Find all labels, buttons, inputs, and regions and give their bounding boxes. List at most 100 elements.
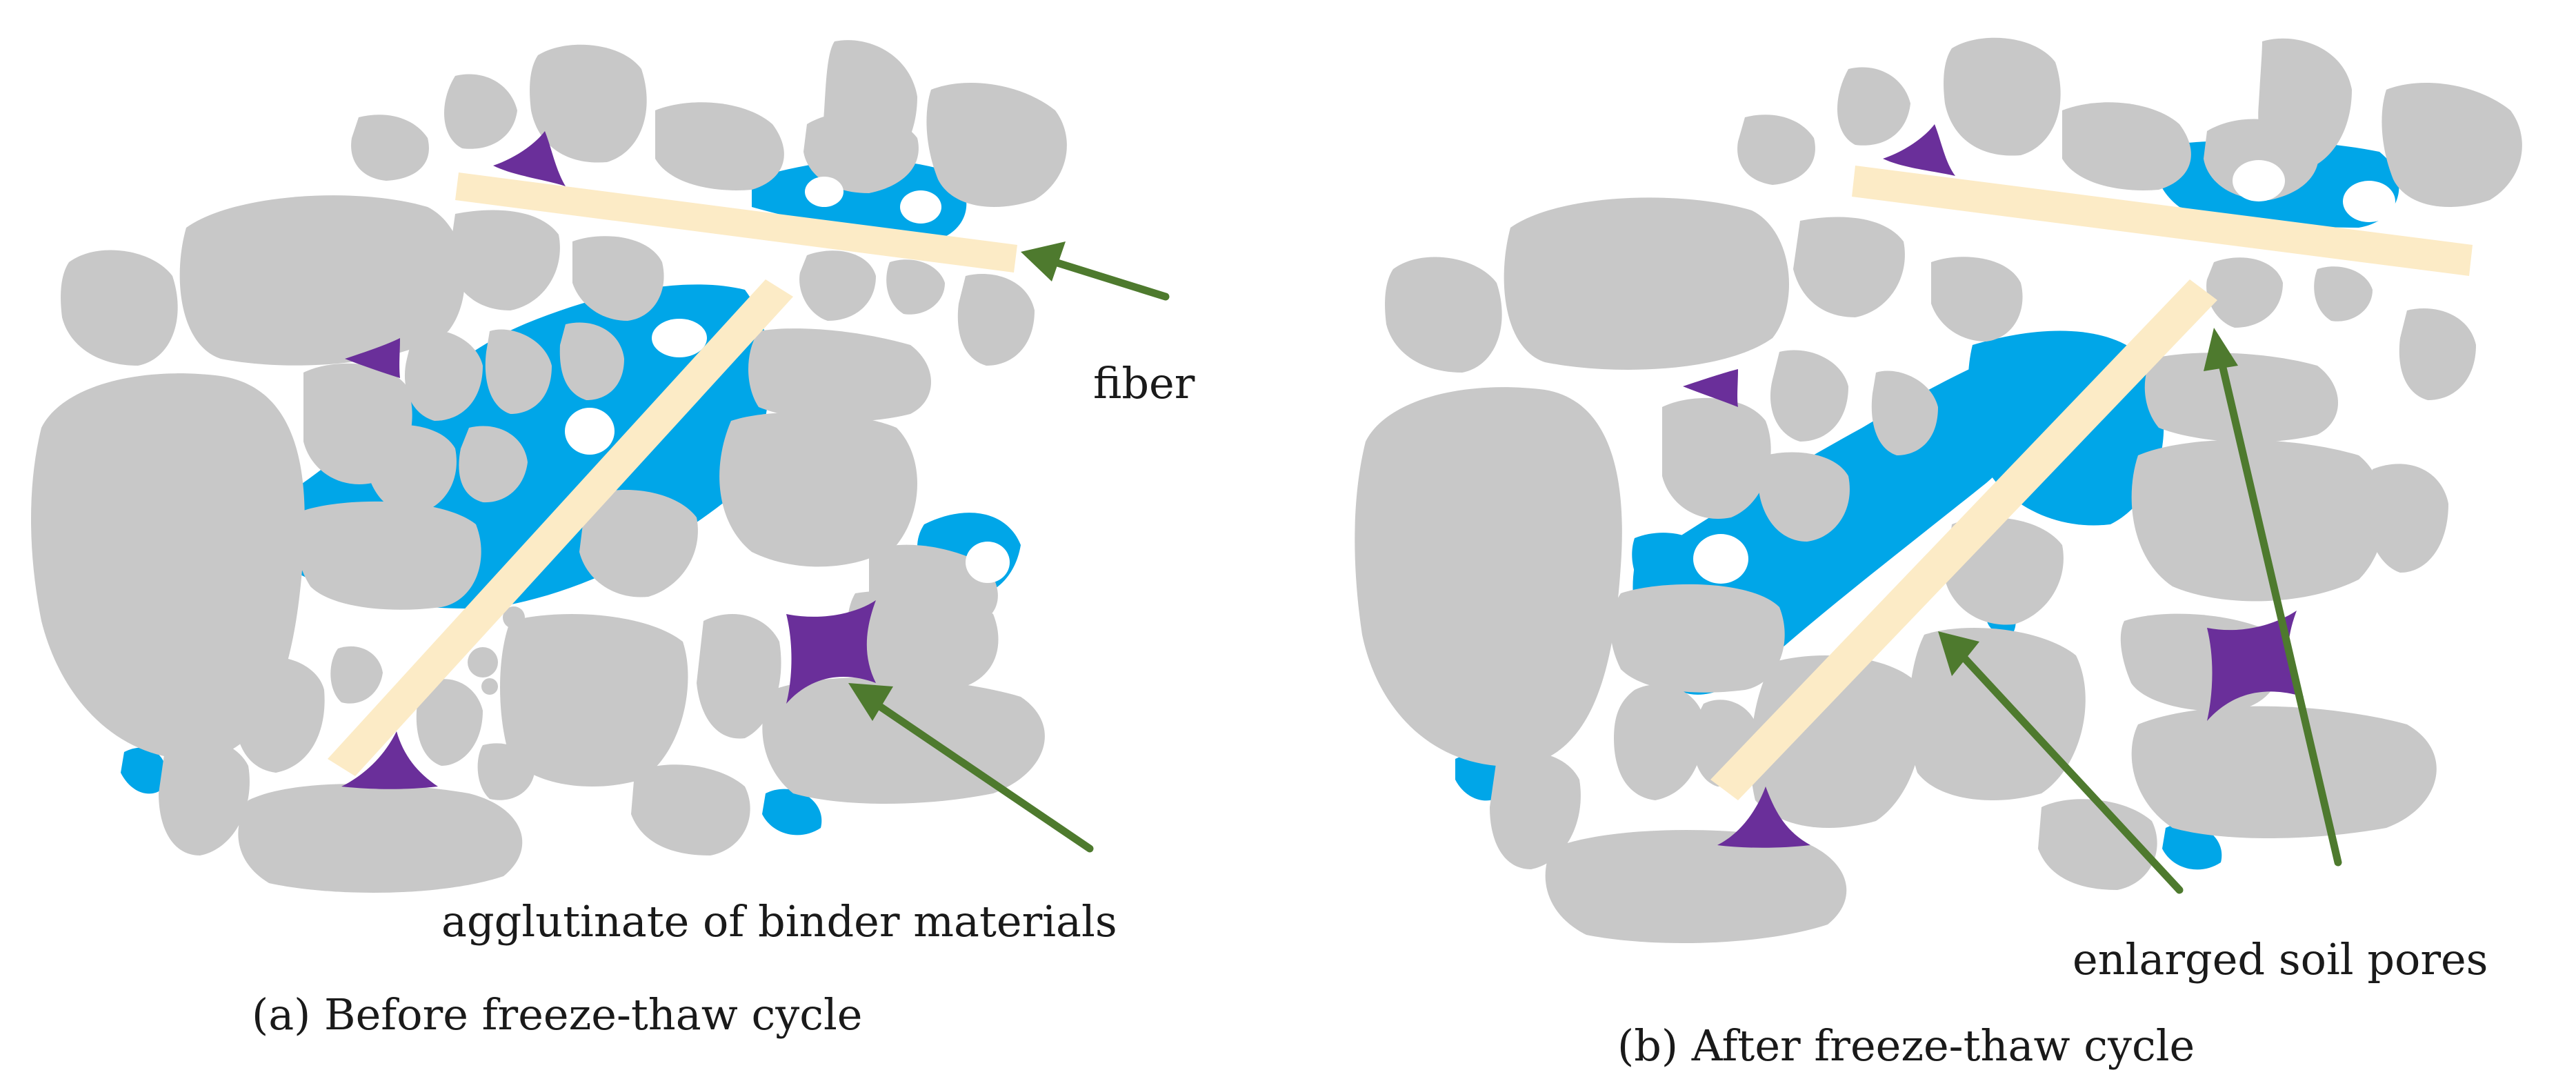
soil-particle <box>1908 628 2086 800</box>
pore-water-region <box>1455 754 1505 801</box>
soil-particle <box>2382 83 2522 207</box>
binder-agglutinate <box>345 338 400 378</box>
soil-pebble <box>481 678 498 695</box>
soil-particle <box>799 250 876 321</box>
air-void <box>2233 160 2285 201</box>
soil-particle <box>1944 37 2061 156</box>
air-void <box>2343 181 2395 222</box>
soil-particle <box>366 424 457 514</box>
soil-particle <box>719 412 917 567</box>
soil-particle <box>485 329 552 414</box>
pore-water-region <box>121 747 167 794</box>
fiber-label: fiber <box>1093 358 1195 408</box>
soil-particle <box>416 679 483 766</box>
soil-particle <box>847 591 999 691</box>
pore-water-region <box>762 789 822 835</box>
soil-particle <box>762 677 1045 804</box>
binder-agglutinate <box>1717 787 1810 848</box>
soil-particle <box>31 373 305 760</box>
soil-particle <box>1610 584 1785 693</box>
binder-agglutinate <box>341 731 438 789</box>
fiber-arrow-head <box>1021 241 1066 281</box>
soil-particle <box>530 44 647 163</box>
air-voids-b <box>1693 160 2395 584</box>
soil-pebble <box>1877 726 1902 751</box>
pores-arrow-2 <box>2204 328 2342 867</box>
soil-particle <box>697 614 781 739</box>
air-void <box>565 408 615 455</box>
soil-particle <box>1793 217 1905 317</box>
soil-particle <box>2314 266 2373 322</box>
binder-agglutinate <box>2207 611 2304 721</box>
panel-a-before <box>31 40 1170 893</box>
soil-pebble <box>1866 749 1886 769</box>
fiber-strand <box>328 279 793 776</box>
pore-water-region <box>2162 823 2222 870</box>
fibers-b <box>1710 166 2473 800</box>
binder-agglutinate <box>1883 124 1955 176</box>
soil-particle <box>234 657 325 773</box>
air-void <box>900 190 941 224</box>
soil-particle <box>404 329 483 421</box>
small-pebbles-a <box>468 606 525 695</box>
air-void <box>652 319 707 357</box>
fiber-strand <box>455 172 1017 273</box>
soil-particle <box>1545 830 1847 943</box>
air-void <box>1693 534 1748 584</box>
binder-agglutinates-b <box>1683 124 2304 848</box>
air-void <box>805 177 843 207</box>
fiber-arrow-shaft <box>1051 258 1170 301</box>
soil-particle <box>238 784 523 893</box>
small-pebbles-b <box>1866 726 1902 769</box>
soil-particle <box>1931 257 2023 342</box>
soil-particle <box>926 83 1067 207</box>
soil-particle <box>443 74 517 149</box>
soil-particle <box>2131 706 2437 838</box>
soil-pebble <box>503 606 525 629</box>
pores-arrow-1-shaft <box>1955 648 2184 894</box>
soil-particle <box>2062 102 2191 190</box>
soil-particle <box>1871 370 1938 455</box>
air-void <box>966 542 1010 583</box>
pores-label: enlarged soil pores <box>2073 934 2488 985</box>
soil-particle <box>296 501 481 610</box>
soil-particle <box>1614 684 1704 800</box>
soil-particle <box>448 210 560 310</box>
soil-particle <box>655 102 784 190</box>
pores-arrow-1 <box>1938 631 2184 894</box>
pores-arrow-2-head <box>2204 328 2238 371</box>
soil-particle <box>631 764 750 855</box>
binder-agglutinate <box>786 600 876 704</box>
soil-particle <box>61 250 178 366</box>
binder-agglutinate <box>1683 369 1738 407</box>
binder-arrow-head <box>848 683 893 721</box>
caption-a: (a) Before freeze-thaw cycle <box>252 989 863 1040</box>
soil-particle <box>823 40 917 179</box>
soil-particle <box>1837 67 1910 146</box>
soil-particle <box>2038 799 2157 890</box>
binder-agglutinate <box>493 131 566 186</box>
soil-particle <box>579 490 698 597</box>
fiber-strand <box>1710 279 2217 800</box>
soil-particle <box>351 115 429 181</box>
soil-particle <box>572 236 664 321</box>
caption-b: (b) After freeze-thaw cycle <box>1617 1020 2195 1071</box>
fiber-strand <box>1852 166 2473 276</box>
soil-particle <box>459 426 528 503</box>
fiber-arrow <box>1021 241 1170 301</box>
panel-b-after <box>1355 37 2522 943</box>
soil-particle <box>886 259 945 315</box>
soil-particle <box>1385 257 1502 373</box>
soil-particle <box>1662 397 1771 519</box>
binder-arrow <box>848 683 1094 853</box>
binder-arrow-shaft <box>872 700 1094 853</box>
fibers-a <box>328 172 1017 776</box>
soil-particle <box>1759 452 1850 542</box>
soil-particle <box>957 274 1035 366</box>
soil-particle <box>1737 115 1815 185</box>
soil-particle <box>1504 197 1789 370</box>
soil-particle <box>2399 308 2476 400</box>
binder-label: agglutinate of binder materials <box>441 896 1117 947</box>
soil-particle <box>2366 464 2448 573</box>
soil-particles-a <box>31 40 1067 893</box>
